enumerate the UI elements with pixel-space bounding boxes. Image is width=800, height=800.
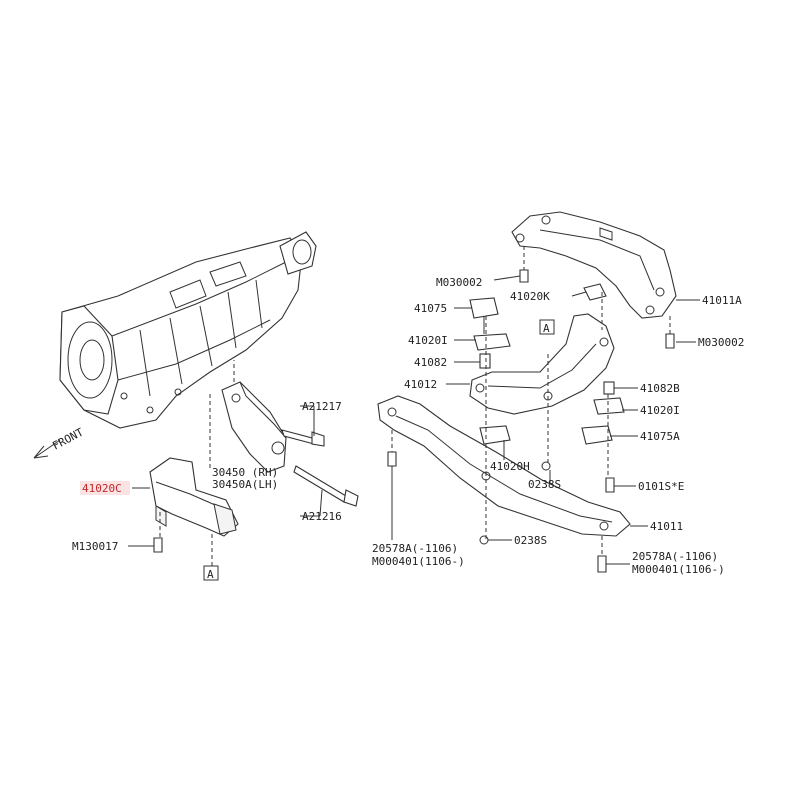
spacer-41082 [479,353,491,369]
front-direction-arrow: FRONT [33,425,86,459]
label-a21217[interactable]: A21217 [302,400,342,413]
label-30450a[interactable]: 30450A(LH) [212,478,278,491]
bracket-30450 [221,381,287,473]
label-41020i-right[interactable]: 41020I [640,404,680,417]
reference-box-left-label: A [207,568,214,581]
bushing-41020k [583,283,607,301]
label-41020c[interactable]: 41020C [82,482,122,495]
label-30450[interactable]: 30450 (RH) [212,466,278,479]
label-0101s-e[interactable]: 0101S*E [638,480,684,493]
mount-41075a [581,425,613,445]
label-0238s-lower[interactable]: 0238S [514,534,547,547]
mount-41075 [469,297,499,334]
label-m000401-left[interactable]: M000401(1106-) [372,555,465,568]
label-41075[interactable]: 41075 [414,302,447,315]
label-20578a-right[interactable]: 20578A(-1106) [632,550,718,563]
bushing-41020h [479,425,511,445]
label-41011a[interactable]: 41011A [702,294,742,307]
label-20578a-left[interactable]: 20578A(-1106) [372,542,458,555]
reference-box-right [539,319,555,335]
front-label: FRONT [50,425,86,452]
crossmember-41020c [149,457,239,537]
label-41020k[interactable]: 41020K [510,290,550,303]
label-41020h[interactable]: 41020H [490,460,530,473]
label-m030002-top[interactable]: M030002 [436,276,482,289]
label-41082[interactable]: 41082 [414,356,447,369]
crossmember-41011 [377,395,631,537]
crossmember-41011a [511,211,677,319]
label-41082b[interactable]: 41082B [640,382,680,395]
label-41075a[interactable]: 41075A [640,430,680,443]
label-m130017[interactable]: M130017 [72,540,118,553]
transmission-drawing [59,231,317,429]
label-0238s-upper[interactable]: 0238S [528,478,561,491]
crossmember-41012 [469,313,615,415]
label-m000401-right[interactable]: M000401(1106-) [632,563,725,576]
reference-box-right-label: A [543,322,550,335]
bolt-m130017 [153,537,163,553]
highlight-41020c [80,481,130,495]
reference-box-left [203,565,219,581]
bolt-a21216 [293,465,359,507]
bushing-41020i-b [593,397,625,415]
label-41012[interactable]: 41012 [404,378,437,391]
spacer-41082b [603,381,615,395]
label-41011[interactable]: 41011 [650,520,683,533]
bushing-41020i [473,333,511,351]
label-41020i[interactable]: 41020I [408,334,448,347]
label-m030002-right[interactable]: M030002 [698,336,744,349]
bolt-a21217 [281,429,325,447]
label-a21216[interactable]: A21216 [302,510,342,523]
